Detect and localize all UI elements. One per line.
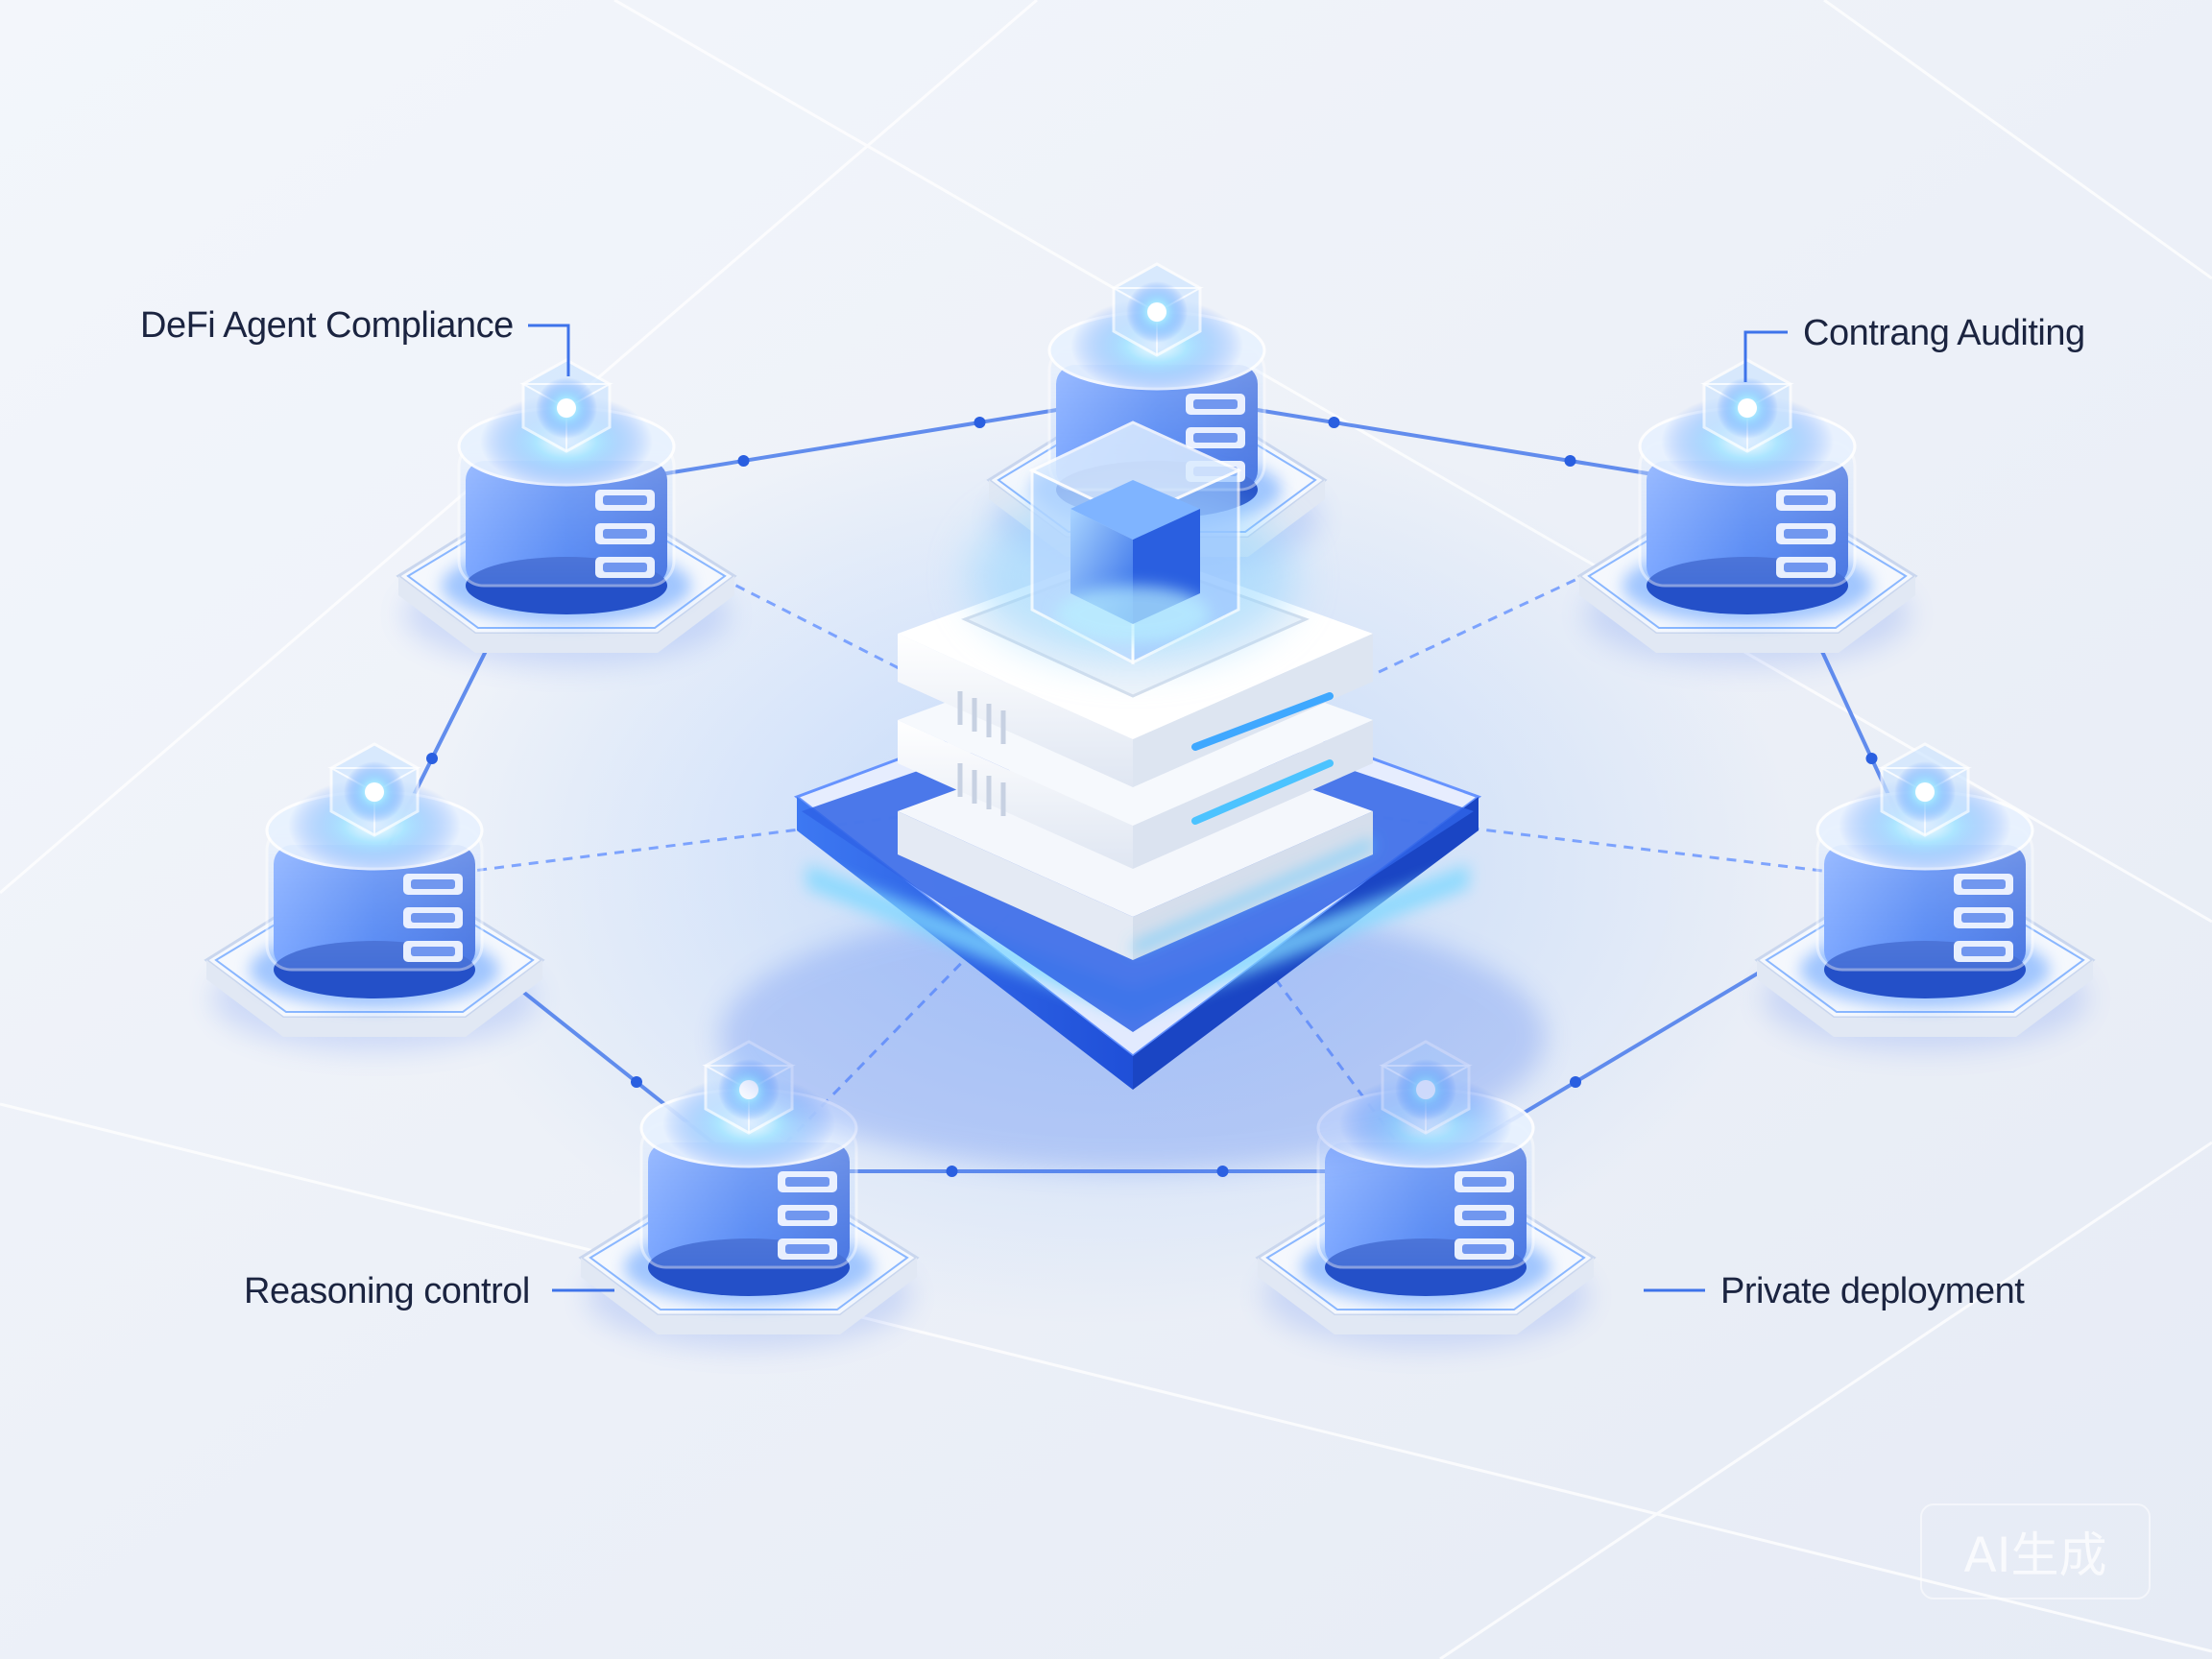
link-connector-dot — [426, 753, 438, 764]
label-reasoning-control: Reasoning control — [244, 1271, 530, 1311]
link-connector-dot — [1216, 1166, 1229, 1177]
ai-generated-watermark: AI生成 — [1920, 1503, 2151, 1599]
label-leader-lines — [528, 324, 1788, 1292]
link-connector-dot — [737, 455, 750, 467]
link-connector-dot — [631, 1076, 642, 1088]
label-defi-agent-compliance: DeFi Agent Compliance — [140, 305, 514, 346]
central-server — [720, 421, 1546, 1171]
link-connector-dot — [1570, 1076, 1581, 1088]
node-mid-right — [1754, 742, 2096, 1051]
node-top-right — [1576, 358, 1918, 667]
dashed-link-to-center — [373, 785, 1134, 885]
label-contract-auditing: Contrang Auditing — [1803, 313, 2085, 353]
node-top-left — [396, 358, 737, 667]
central-glass-cube — [970, 421, 1296, 665]
link-connector-dot — [1865, 753, 1878, 764]
link-connector-dot — [1564, 455, 1576, 467]
node-mid-left — [204, 742, 545, 1051]
link-connector-dot — [1328, 417, 1340, 428]
link-connector-dot — [946, 1166, 958, 1177]
link-connector-dot — [974, 417, 986, 428]
label-private-deployment: Private deployment — [1720, 1271, 2025, 1311]
